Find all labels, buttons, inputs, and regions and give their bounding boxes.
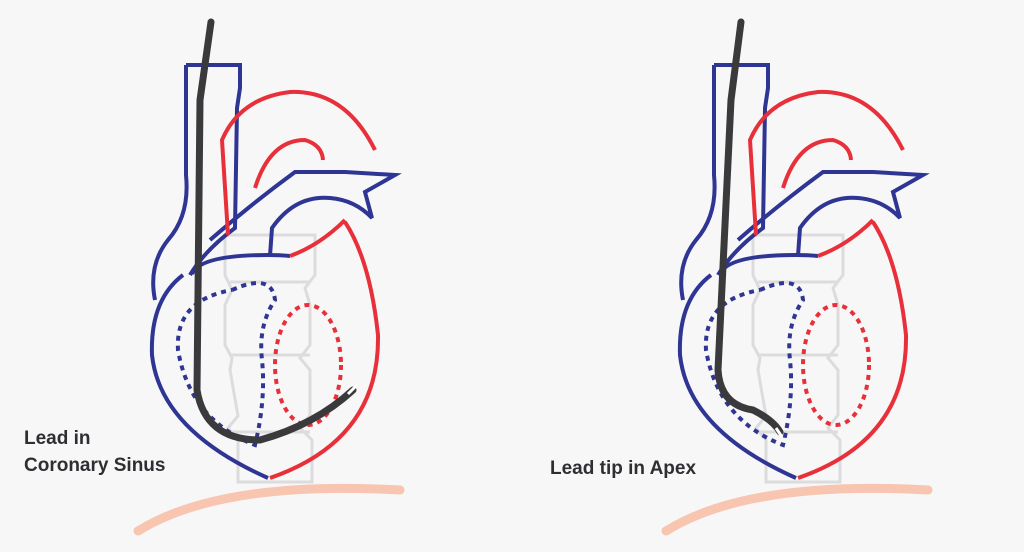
- caption-line: Lead in: [24, 428, 91, 449]
- caption-lead-in-coronary-sinus: Lead in Coronary Sinus: [24, 425, 165, 479]
- heart-panel-left: [138, 18, 400, 531]
- caption-line: Lead tip in Apex: [550, 458, 697, 479]
- lead-coronary-sinus: [193, 18, 357, 444]
- lead-tip: [346, 384, 358, 396]
- heart-panel-right: [666, 18, 928, 531]
- caption-lead-tip-in-apex: Lead tip in Apex: [550, 455, 696, 482]
- lead-apex: [714, 18, 784, 436]
- caption-line: Coronary Sinus: [24, 455, 166, 476]
- lead-tip: [774, 427, 784, 438]
